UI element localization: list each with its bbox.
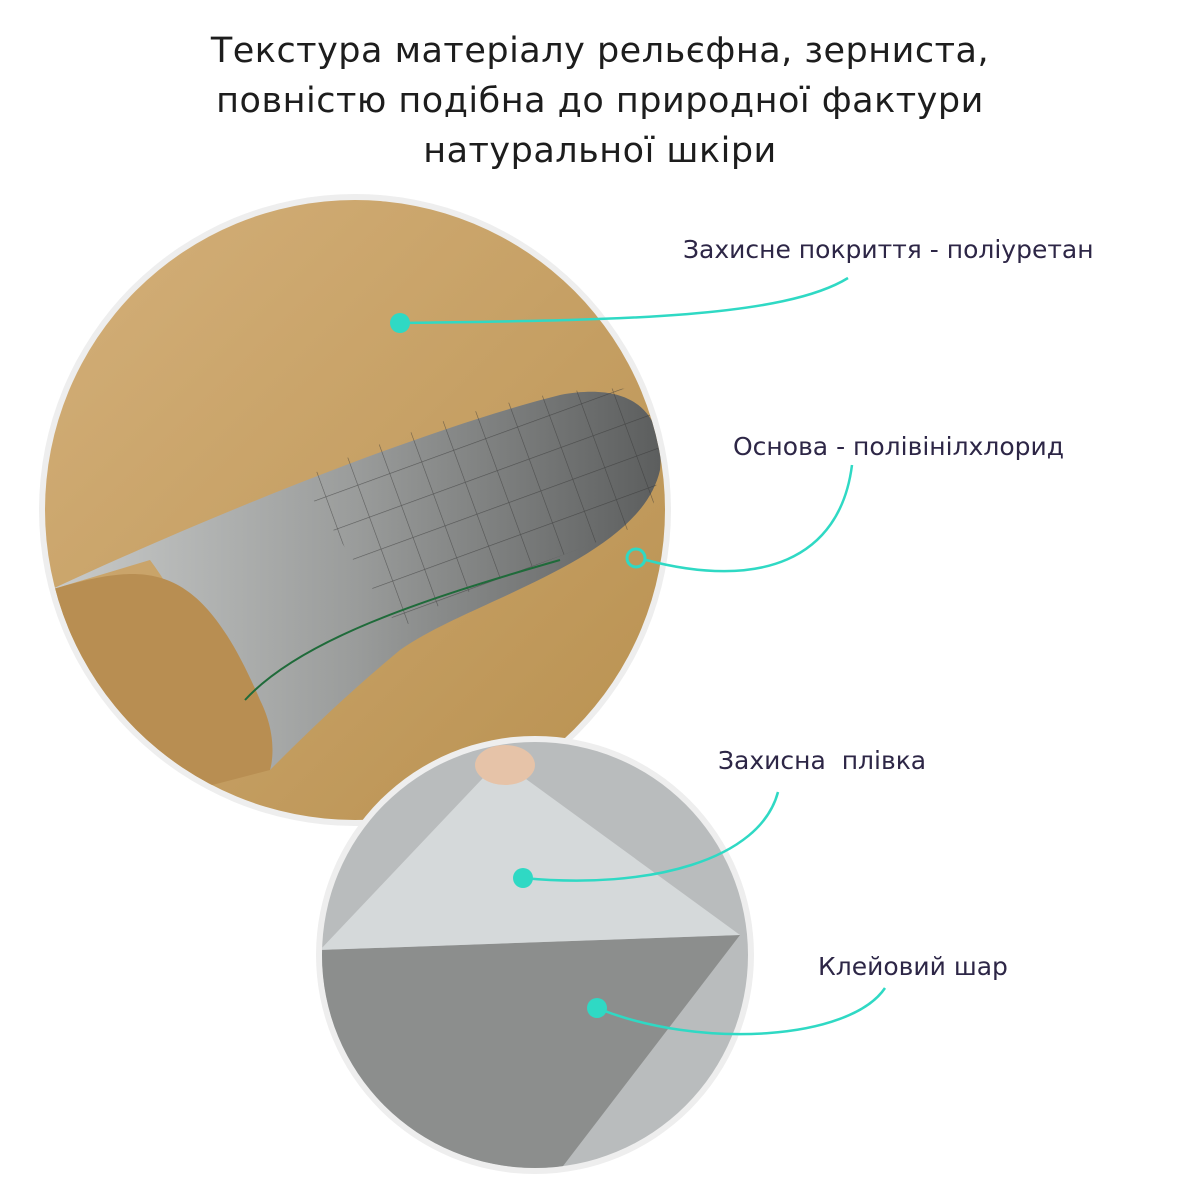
label-pvc: Основа - полівінілхлорид	[733, 432, 1065, 461]
callout-glue	[587, 987, 887, 1036]
callout-film	[513, 791, 780, 888]
label-film: Захисна плівка	[718, 746, 927, 775]
callout-pvc	[625, 464, 854, 573]
label-glue: Клейовий шар	[818, 952, 1008, 981]
leather-circle	[39, 194, 671, 826]
film-circle	[316, 736, 754, 1174]
callout-polyurethan	[390, 276, 849, 333]
title-line-2: повністю подібна до природної фактури	[216, 81, 984, 121]
title-line-3: натуральної шкіри	[423, 131, 777, 171]
page-title: Текстура матеріалу рельєфна, зерниста, п…	[0, 26, 1200, 176]
title-line-1: Текстура матеріалу рельєфна, зерниста,	[210, 31, 990, 71]
label-polyurethan: Захисне покриття - поліуретан	[683, 235, 1094, 264]
